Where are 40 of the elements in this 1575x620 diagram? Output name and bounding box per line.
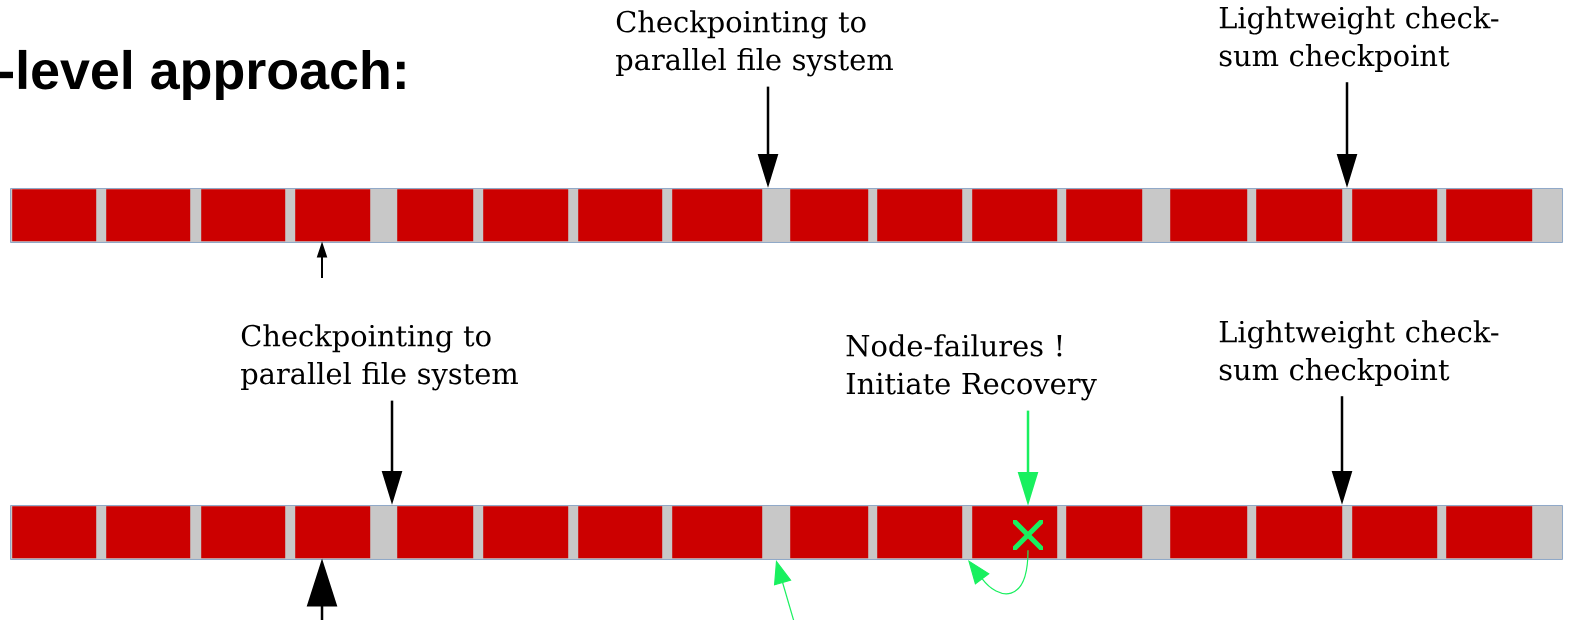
task-block [1170, 189, 1248, 242]
task-block [672, 506, 763, 559]
task-block [1352, 189, 1438, 242]
task-block [1446, 189, 1533, 242]
task-block [483, 189, 569, 242]
task-block [106, 506, 191, 559]
task-block [672, 189, 763, 242]
task-block [1256, 189, 1343, 242]
task-block [1170, 506, 1248, 559]
task-block [483, 506, 569, 559]
task-block [1066, 189, 1143, 242]
task-block [1256, 506, 1343, 559]
task-block [877, 189, 963, 242]
task-block [578, 189, 663, 242]
arrow [968, 549, 1029, 595]
annotation-text: Checkpointing to parallel file system [241, 324, 518, 391]
title: -level approach: [0, 49, 405, 101]
task-block [1446, 506, 1533, 559]
task-block [12, 189, 97, 242]
annotation-text: Lightweight check-sum checkpoint [1219, 320, 1499, 386]
task-block [295, 189, 371, 242]
task-block [790, 506, 869, 559]
task-block [972, 189, 1058, 242]
task-block [12, 506, 97, 559]
task-block [972, 506, 1058, 559]
annotation-text: Lightweight check-sum checkpoint [1219, 6, 1499, 72]
task-block [1352, 506, 1438, 559]
task-block [295, 506, 371, 559]
task-block [397, 506, 474, 559]
task-block [1066, 506, 1143, 559]
task-block [201, 189, 286, 242]
annotation-text: Checkpointing to parallel file system [616, 10, 893, 77]
task-block [877, 506, 963, 559]
task-block [201, 506, 286, 559]
task-block [790, 189, 869, 242]
cross-mark [1013, 520, 1043, 550]
task-block [397, 189, 474, 242]
annotation-text: Node-failures ! Initiate Recovery [846, 334, 1097, 401]
task-block [106, 189, 191, 242]
task-block [578, 506, 663, 559]
